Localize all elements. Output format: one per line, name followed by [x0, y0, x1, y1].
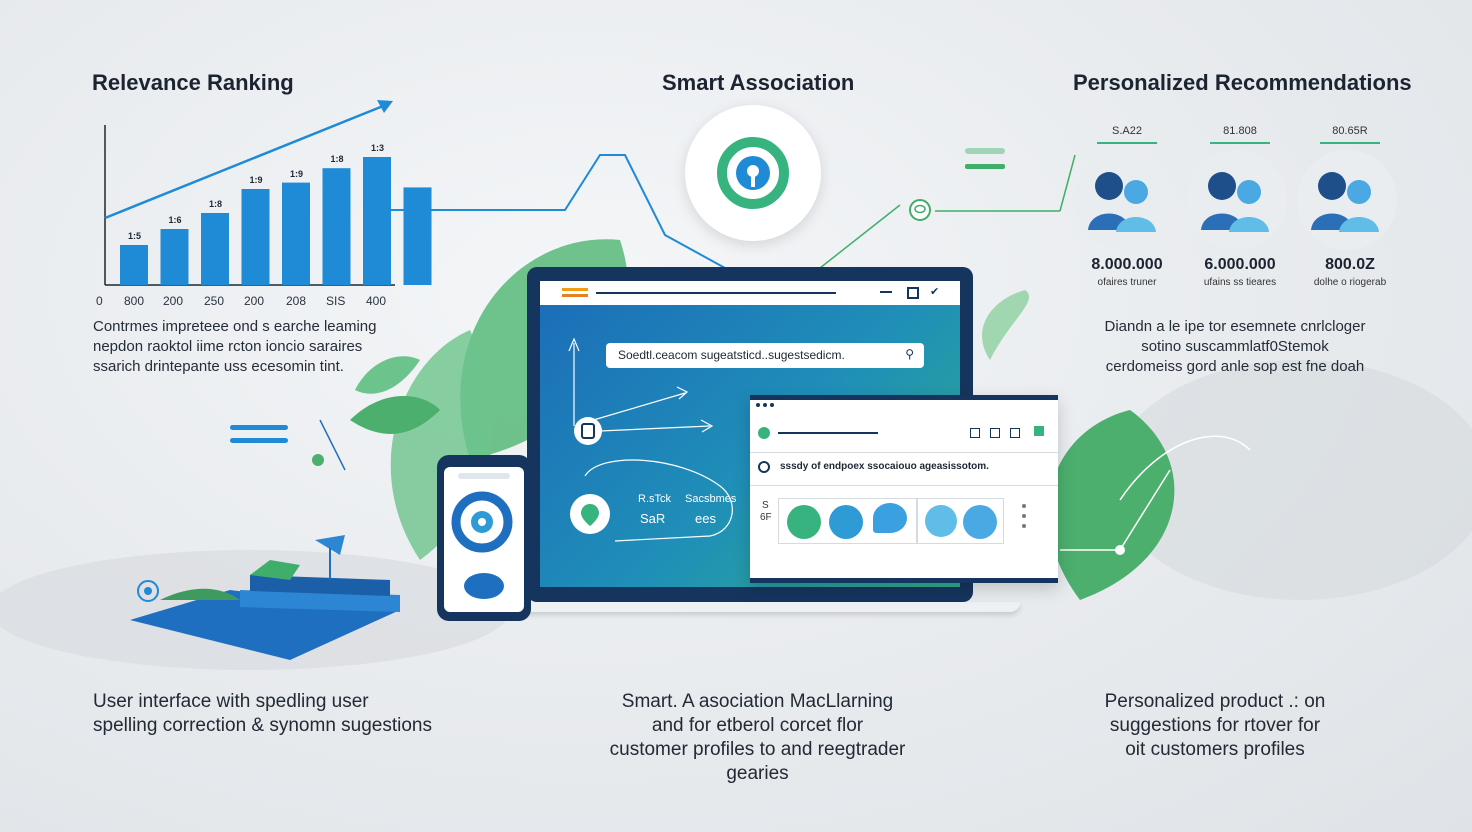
recommendation-sub: ofaires truner [1097, 277, 1157, 288]
recommendation-value: 800.0Z [1325, 256, 1375, 273]
trend-arrow-icon [104, 100, 393, 220]
recommendation-price: 81.808 [1223, 125, 1257, 137]
phone-frame [437, 455, 531, 621]
smart-association-title: Smart Association [662, 70, 855, 95]
caption-center: Smart. A asociation MacLlarning and for … [609, 691, 906, 784]
recommendation-sub: ufains ss tieares [1203, 277, 1277, 288]
laptop-toolbar: ✔ [540, 281, 960, 305]
x-tick-label: 800 [124, 294, 145, 308]
bar-label: 1:9 [290, 168, 304, 179]
x-tick-label: 0 [96, 294, 103, 308]
recommendation-card[interactable]: S.A22 8.000.000 ofaires truner [1072, 120, 1182, 290]
chart-bar [201, 213, 229, 285]
window-control-icon[interactable] [990, 428, 1000, 438]
suggestion-chip[interactable] [787, 505, 821, 539]
chart-bar [241, 189, 270, 285]
search-icon[interactable]: ⚲ [905, 347, 914, 361]
chart-bar [363, 157, 391, 285]
suggestion-window: sssdy of endpoex ssocaiouo ageasissotom.… [750, 395, 1058, 583]
bar-label: 1:5 [128, 231, 142, 241]
caption-left: User interface with spedling user spelli… [93, 691, 433, 736]
association-arrows [568, 337, 733, 542]
recommendation-value: 8.000.000 [1091, 256, 1163, 273]
window-control-icon[interactable] [1034, 426, 1044, 436]
chart-bar [282, 182, 310, 285]
maximize-icon[interactable] [907, 287, 919, 299]
bubble-label-1: R.sTck [638, 493, 671, 505]
recommendations-description: Diandn a le ipe tor esemnete cnrlcloger … [1104, 318, 1366, 375]
user-avatar-icon [1297, 150, 1397, 250]
recommendation-price: 80.65R [1332, 125, 1368, 137]
chart-bar [322, 168, 351, 285]
phone-target-icon [451, 491, 513, 553]
x-tick-label: 200 [163, 294, 184, 308]
suggestion-chip-group-2 [916, 498, 1004, 544]
book-icon [130, 535, 400, 660]
x-tick-label: SIS [326, 294, 346, 308]
recommendation-price: S.A22 [1112, 125, 1142, 137]
minimize-icon[interactable] [880, 291, 892, 293]
popup-sidebar-label-b: 6F [760, 512, 772, 523]
bubble-label-1b: Sacsbmes [685, 493, 737, 505]
user-avatar-icon [1074, 150, 1174, 250]
search-icon[interactable] [758, 461, 770, 473]
recommendation-card[interactable]: 81.808 6.000.000 ufains ss tieares [1185, 120, 1295, 290]
personalized-recommendations-title: Personalized Recommendations [1073, 70, 1412, 95]
target-icon [717, 137, 789, 209]
relevance-ranking-title: Relevance Ranking [92, 70, 294, 95]
user-avatar-icon [1187, 150, 1287, 250]
x-tick-label: 400 [366, 294, 387, 308]
x-tick-label: 250 [204, 294, 225, 308]
suggestion-chip-group-1 [778, 498, 918, 544]
suggestion-chip[interactable] [925, 505, 957, 537]
bar-label: 1:8 [209, 199, 223, 209]
bubble-label-2: SaR [640, 511, 666, 526]
laptop-base [475, 602, 1020, 612]
bar-label: 1:3 [371, 143, 385, 153]
search-input-text: Soedtl.ceacom sugeatsticd..sugestsedicm. [618, 348, 845, 362]
check-icon[interactable]: ✔ [930, 286, 940, 298]
bar-label: 1:8 [330, 154, 344, 165]
chart-bar [120, 245, 148, 285]
search-input[interactable]: Soedtl.ceacom sugeatsticd..sugestsedicm.… [606, 343, 924, 368]
chart-bar [160, 229, 189, 285]
suggestion-chip[interactable] [963, 505, 997, 539]
phone-action-button[interactable] [464, 573, 504, 599]
chart-bar [403, 187, 432, 285]
bubble-label-2b: ees [695, 511, 716, 526]
x-tick-label: 200 [244, 294, 265, 308]
suggestion-text: sssdy of endpoex ssocaiouo ageasissotom. [780, 461, 989, 472]
status-dot-icon [758, 427, 770, 439]
chat-bubble-icon [909, 199, 931, 221]
relevance-description: Contrmes impreteee ond s earche leaming … [93, 318, 377, 375]
phone-screen [444, 467, 524, 612]
recommendation-card[interactable]: 80.65R 800.0Z dolhe o riogerab [1295, 120, 1405, 290]
target-small-icon [137, 580, 159, 602]
x-tick-label: 208 [286, 294, 307, 308]
recommendation-value: 6.000.000 [1204, 256, 1276, 273]
window-control-icon[interactable] [1010, 428, 1020, 438]
window-control-icon[interactable] [970, 428, 980, 438]
association-target-badge [685, 105, 821, 241]
bar-label: 1:6 [168, 215, 182, 225]
caption-right: Personalized product .: on suggestions f… [1104, 691, 1326, 760]
suggestion-chip[interactable] [873, 503, 907, 533]
popup-sidebar-label-a: S [762, 500, 769, 511]
bar-label: 1:9 [249, 175, 263, 185]
suggestion-chip[interactable] [829, 505, 863, 539]
recommendation-sub: dolhe o riogerab [1313, 277, 1387, 288]
suggestion-search-row[interactable]: sssdy of endpoex ssocaiouo ageasissotom. [750, 452, 1058, 486]
